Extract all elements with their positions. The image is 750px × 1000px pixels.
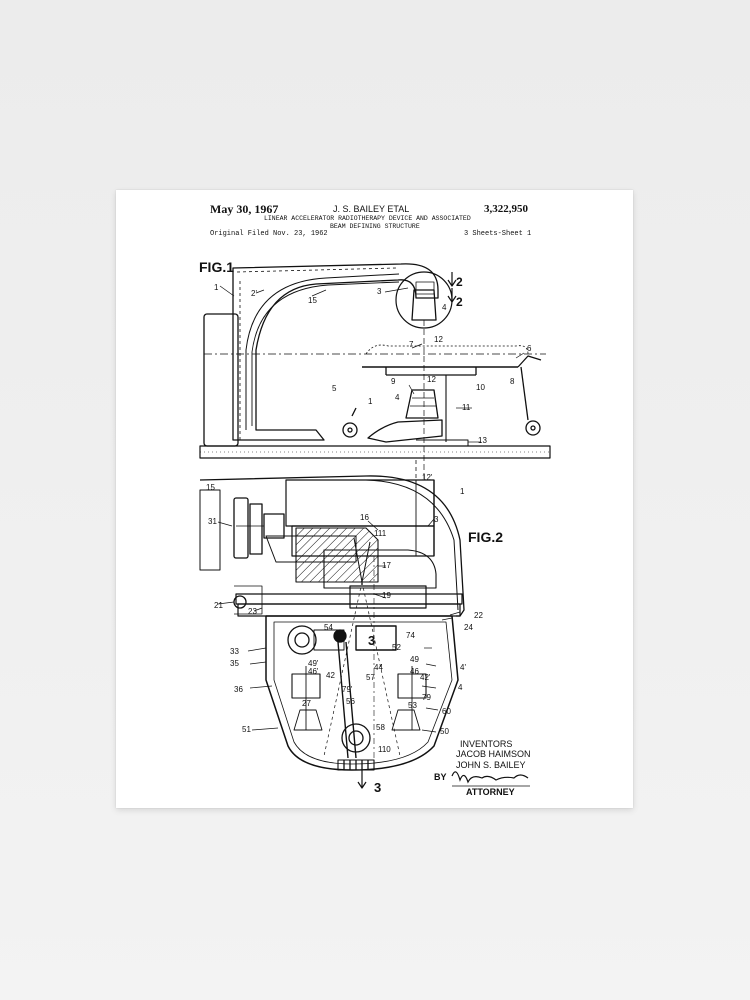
fig2-ref-79p: 79' (342, 685, 353, 694)
fig2-ref-60: 60 (442, 707, 451, 716)
fig1-ref-4b: 4 (395, 393, 400, 402)
fig1-ref-4: 4 (442, 303, 447, 312)
fig2-ref-36: 36 (234, 685, 243, 694)
fig2-ref-57: 57 (366, 673, 375, 682)
fig2-ref-50: 50 (440, 727, 449, 736)
fig2-ref-56: 56 (346, 697, 355, 706)
fig2-box-3 (355, 625, 397, 651)
fig1-lower-head (367, 419, 443, 443)
fig2-ref-17: 17 (382, 561, 391, 570)
fig2-ref-53: 53 (408, 701, 417, 710)
fig2-ref-16: 16 (360, 513, 369, 522)
fig2-ref-22: 22 (474, 611, 483, 620)
fig1-ref-7: 7 (409, 340, 414, 349)
fig2-housing (199, 475, 465, 617)
fig2-ref-35: 35 (230, 659, 239, 668)
fig1-label: FIG.1 (199, 259, 234, 275)
fig2-ref-46p: 46' (308, 667, 319, 676)
fig1-ref-10: 10 (476, 383, 485, 392)
patent-date: May 30, 1967 (210, 202, 279, 216)
fig2-ref-42p: 42' (420, 673, 431, 682)
fig2-ref-110: 110 (378, 745, 391, 754)
patent-title-line1: LINEAR ACCELERATOR RADIOTHERAPY DEVICE A… (264, 215, 471, 222)
fig2-ref-79: 79 (422, 693, 431, 702)
section-mark-2b: 2 (456, 295, 463, 309)
fig2-label: FIG.2 (468, 529, 503, 545)
fig1-ref-5: 5 (332, 384, 337, 393)
patent-title-line2: BEAM DEFINING STRUCTURE (330, 223, 420, 230)
fig1-ref-12p: 12' (422, 473, 433, 482)
fig2-ref-15: 15 (206, 483, 215, 492)
fig1-ref-6: 6 (527, 344, 532, 353)
fig1-ref-3: 3 (377, 287, 382, 296)
fig2-ref-19: 19 (382, 591, 391, 600)
fig1-wheel-left (342, 422, 358, 438)
fig1-ref-1b: 1 (368, 397, 373, 406)
fig2-ref-51: 51 (242, 725, 251, 734)
fig2-ref-52: 52 (392, 643, 401, 652)
fig2-ref-4p: 4' (460, 663, 466, 672)
patent-sheets: 3 Sheets-Sheet 1 (464, 230, 532, 238)
inventor-1: JACOB HAIMSON (456, 749, 531, 759)
fig2-waveguide (199, 489, 221, 571)
fig2-ref-4: 4 (458, 683, 463, 692)
fig2-plate-22 (235, 593, 463, 605)
fig1-ref-12b: 12 (427, 375, 436, 384)
section-mark-2a: 2 (456, 275, 463, 289)
patent-drawing: FIG.1 FIG.2 2 2 3 1 2' 15 3 4 5 6 7 12 8… (199, 259, 551, 797)
fig2-ref-54: 54 (324, 623, 333, 632)
fig2-ref-21: 21 (214, 601, 223, 610)
poster: May 30, 1967 J. S. BAILEY ETAL 3,322,950… (116, 190, 633, 808)
section-mark-3: 3 (374, 780, 381, 795)
fig2-ref-46: 46 (410, 667, 419, 676)
patent-inventor-short: J. S. BAILEY ETAL (333, 204, 410, 214)
fig2-pulley-110 (341, 723, 371, 753)
fig1-ref-1: 1 (214, 283, 219, 292)
fig2-ref-49: 49 (410, 655, 419, 664)
fig2-ref-31: 31 (208, 517, 217, 526)
fig2-ref-24: 24 (464, 623, 473, 632)
fig2-ref-58: 58 (376, 723, 385, 732)
inventor-2: JOHN S. BAILEY (456, 760, 526, 770)
fig2-ref-44: 44 (374, 663, 383, 672)
fig2-drawing (199, 460, 465, 789)
fig2-ref-27: 27 (302, 699, 311, 708)
attorney-label: ATTORNEY (466, 787, 515, 797)
fig2-ref-42: 42 (326, 671, 335, 680)
patent-filed: Original Filed Nov. 23, 1962 (210, 230, 328, 238)
fig1-arm-window (415, 281, 435, 295)
fig2-ref-33: 33 (230, 647, 239, 656)
fig1-ref-12: 12 (434, 335, 443, 344)
patent-number: 3,322,950 (484, 203, 528, 215)
fig2-ref-3: 3 (434, 515, 439, 524)
by-label: BY (434, 772, 447, 782)
fig2-ref-74: 74 (406, 631, 415, 640)
fig1-wheel-right (525, 420, 541, 436)
fig1-ref-15: 15 (308, 296, 317, 305)
fig2-ref-1: 1 (460, 487, 465, 496)
fig2-box-3-label: 3 (368, 633, 375, 648)
fig2-belt (337, 641, 357, 759)
attorney-signature (451, 771, 529, 784)
fig1-ref-13: 13 (478, 436, 487, 445)
fig1-ref-8: 8 (510, 377, 515, 386)
fig1-patient (365, 344, 529, 355)
fig1-ref-2p: 2' (251, 289, 257, 298)
fig1-drawing (199, 263, 551, 480)
fig1-head (411, 289, 437, 321)
fig2-ref-23: 23 (248, 607, 257, 616)
fig1-ref-11: 11 (462, 403, 471, 412)
inventors-heading: INVENTORS (460, 739, 512, 749)
fig1-ref-9: 9 (391, 377, 396, 386)
fig2-ref-49p: 49' (308, 659, 319, 668)
fig2-motor-54 (287, 625, 317, 655)
fig2-ref-111: 111 (374, 529, 387, 538)
